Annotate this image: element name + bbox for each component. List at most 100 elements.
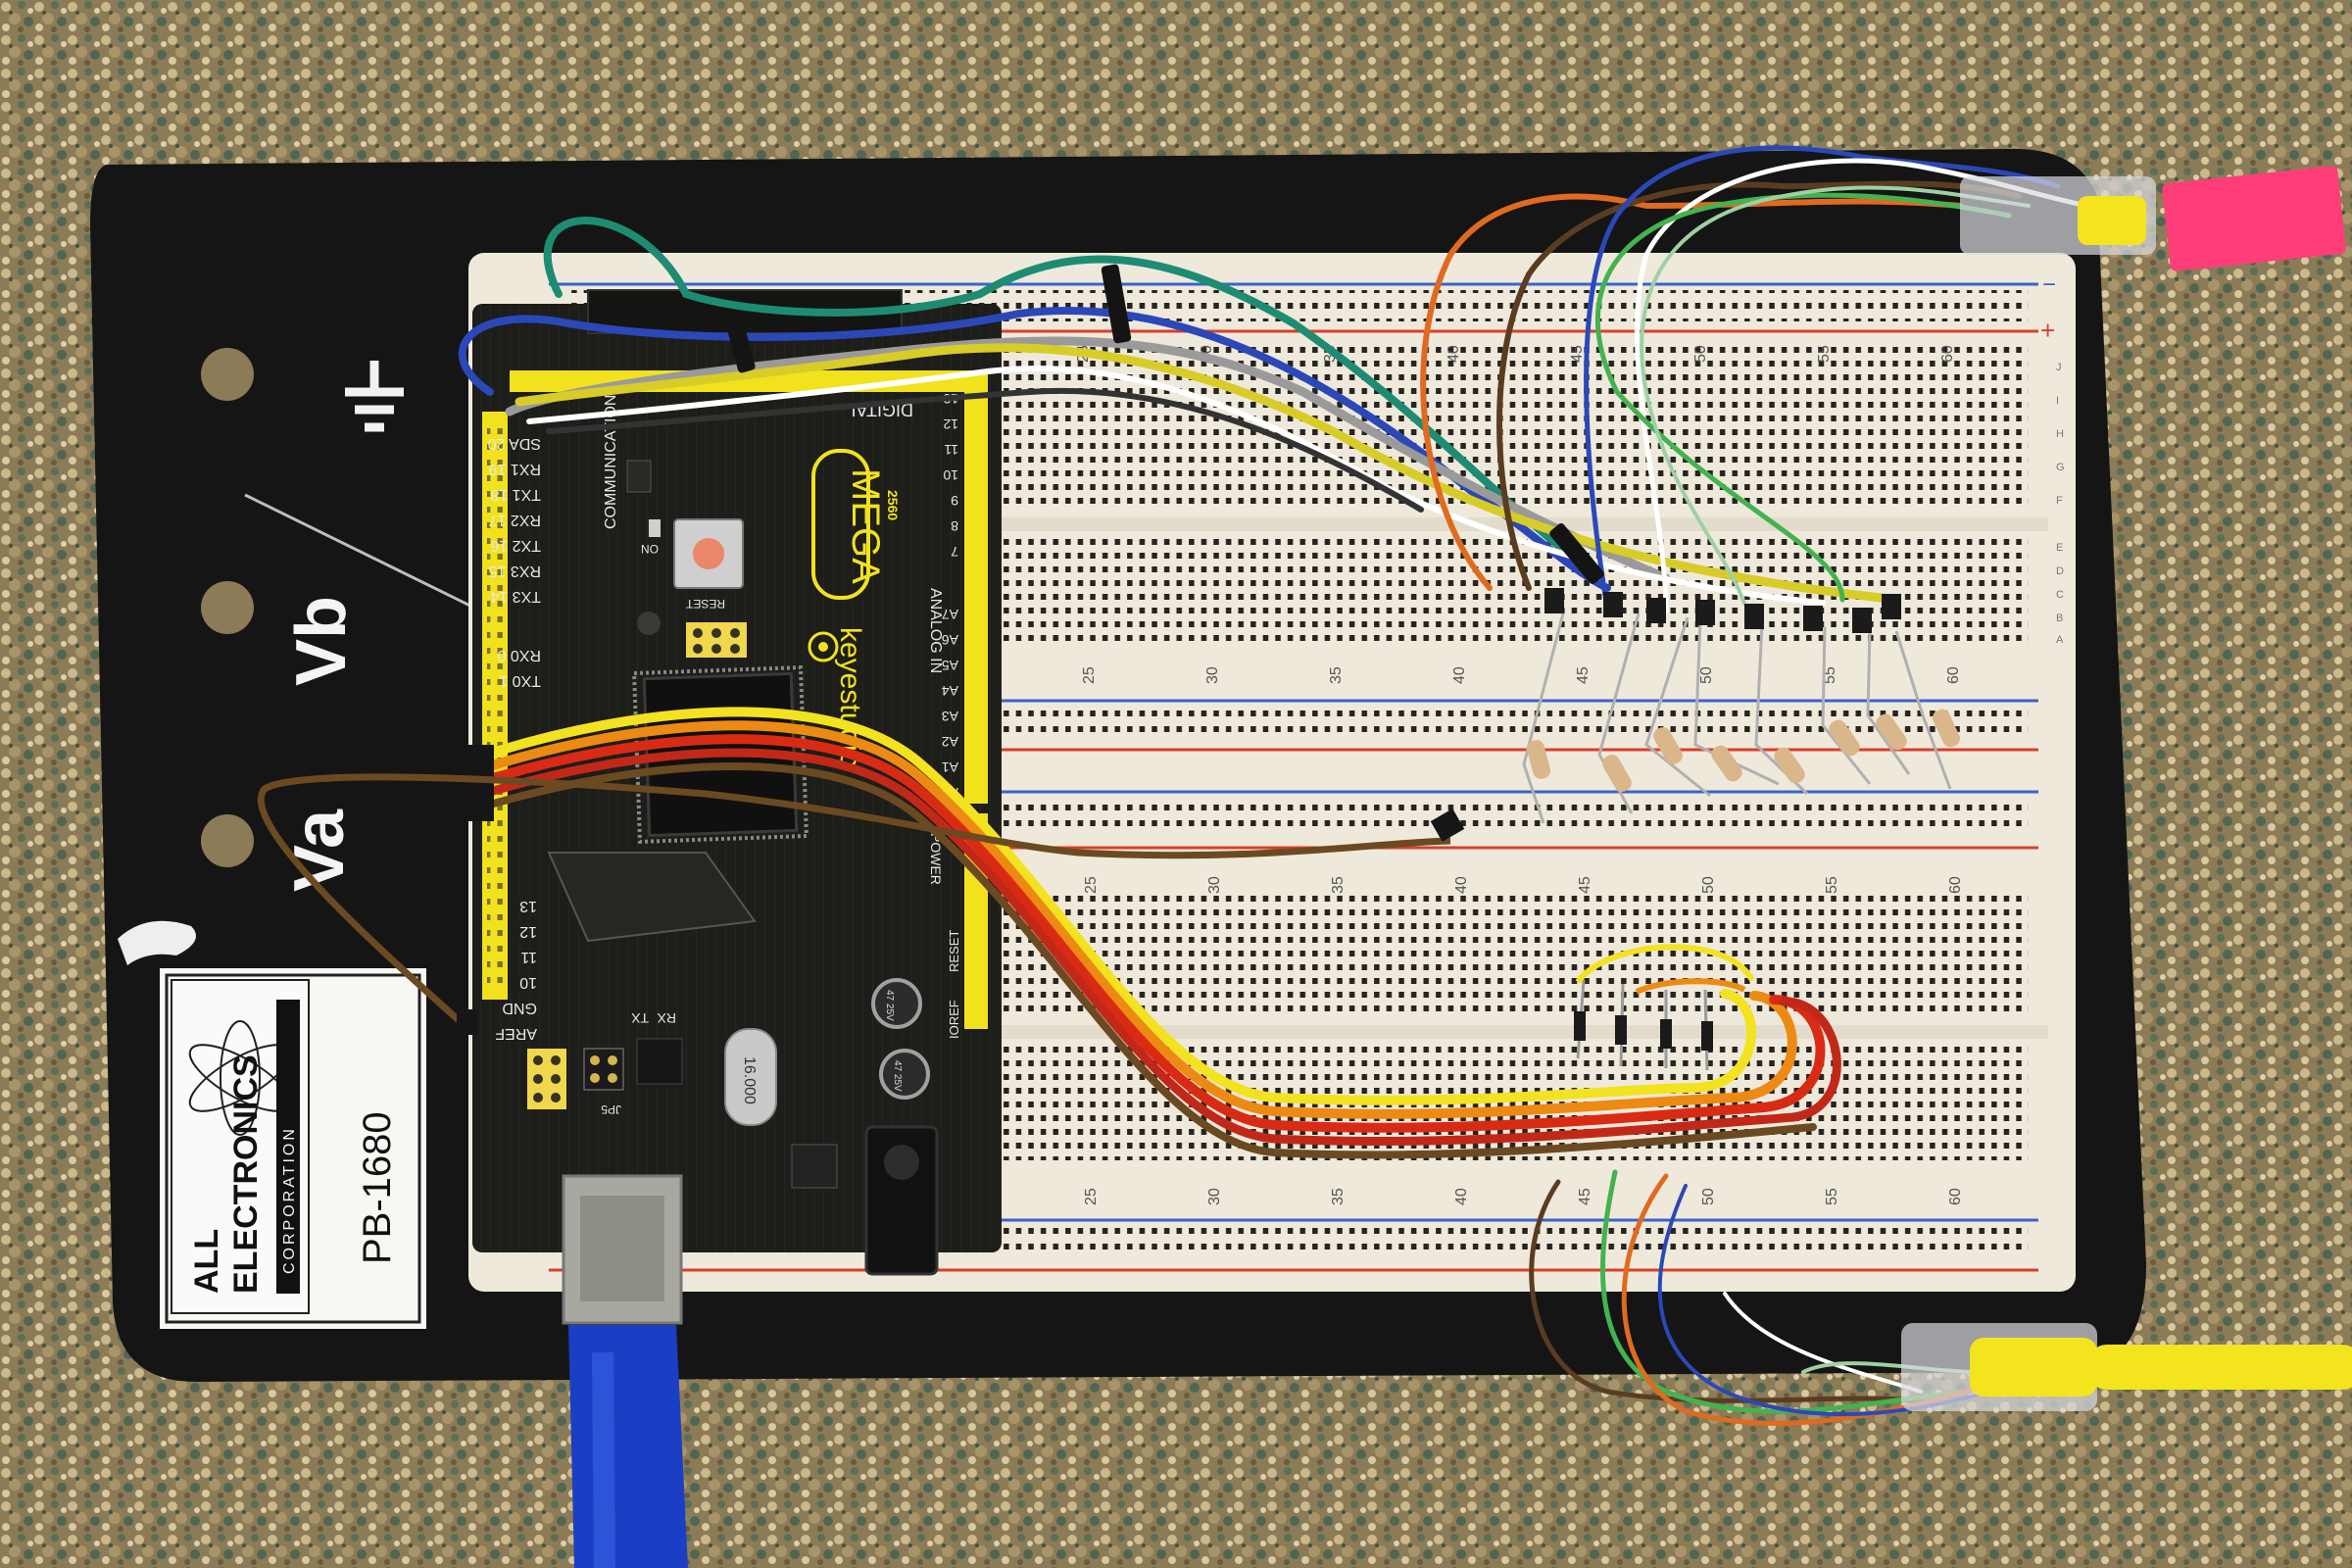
- resistor: [1829, 719, 1860, 757]
- pink-tape: [2162, 166, 2346, 271]
- capacitor-1-label: 47 25V: [884, 990, 895, 1021]
- column-number: 35: [1328, 666, 1345, 684]
- column-number: 50: [1700, 1188, 1717, 1205]
- column-number: 60: [1945, 666, 1962, 684]
- column-number: 25: [1081, 666, 1098, 684]
- white-paint-mark: [118, 920, 196, 965]
- left-pin-header-sockets: [487, 419, 503, 992]
- pin-label: TX1 18: [490, 486, 541, 503]
- column-number: 50: [1698, 666, 1715, 684]
- column-number: 30: [1204, 666, 1221, 684]
- pin-label: SDA 20: [488, 435, 541, 452]
- icsp-header: [686, 622, 747, 658]
- row-letter: B: [2056, 612, 2063, 624]
- pin-label: A3: [942, 709, 958, 724]
- row-letter: F: [2056, 495, 2063, 507]
- voltage-regulator: [791, 1144, 838, 1189]
- power-pin-labels: RESET IOREF: [947, 930, 961, 1039]
- rx-label: RX: [657, 1010, 676, 1026]
- pin-label: A4: [942, 683, 958, 699]
- jp5-pins: [583, 1048, 624, 1091]
- resistor: [1933, 709, 1960, 748]
- resistor: [1774, 747, 1805, 784]
- crystal-label: 16.000: [741, 1056, 758, 1104]
- column-number: 25: [1083, 1188, 1100, 1205]
- pin-label: 7: [951, 544, 958, 560]
- row-letter: E: [2056, 542, 2063, 554]
- on-led: [649, 519, 661, 537]
- resistor: [1526, 740, 1551, 779]
- pin-label: 13: [519, 898, 537, 914]
- brown-jumper-wire: [257, 773, 1451, 1032]
- pin-label: A7: [942, 607, 958, 622]
- column-number: 35: [1330, 876, 1347, 894]
- pin-label: 9: [951, 493, 958, 509]
- column-number: 40: [1451, 666, 1468, 684]
- pin-label: RX0 0: [497, 647, 541, 663]
- column-number: 40: [1453, 876, 1470, 894]
- resistor: [1876, 713, 1907, 751]
- analog-pin-labels: A7 A6 A5 A4 A3 A2 A1 A0: [942, 607, 958, 801]
- column-number: 35: [1330, 1188, 1347, 1205]
- wire-pin-connectors: [1544, 588, 1901, 633]
- column-number: 55: [1816, 345, 1833, 363]
- left-pin-labels: SDA 20 RX1 19 TX1 18 RX2 17 TX2 16 RX3 1…: [488, 435, 541, 689]
- sensor-ic: [626, 460, 652, 493]
- column-number: 55: [1822, 666, 1838, 684]
- pin-label: 10: [519, 974, 537, 991]
- pin-label: TX2 16: [490, 537, 541, 554]
- brand-label: ALL ELECTRONICS CORPORATION PB-1680: [160, 968, 426, 1329]
- cable-ties: [724, 264, 1604, 584]
- binding-post-hole-vb: [201, 581, 254, 634]
- column-number: 55: [1824, 876, 1840, 894]
- column-number: 45: [1575, 666, 1592, 684]
- pin-label: RX1 19: [489, 461, 541, 477]
- pin-label: A1: [942, 760, 958, 775]
- reset-button[interactable]: [673, 518, 744, 589]
- column-number: 50: [1692, 345, 1709, 363]
- resistor: [1653, 727, 1683, 764]
- pin-label: AREF: [495, 1025, 537, 1042]
- top-taped-cable: [1960, 166, 2346, 271]
- mounting-hole: [637, 612, 661, 635]
- pin-label: A2: [942, 734, 958, 750]
- column-number: 40: [1446, 345, 1462, 363]
- column-number: 40: [1453, 1188, 1470, 1205]
- row-letter: H: [2056, 428, 2064, 440]
- binding-post-hole-va: [201, 814, 254, 867]
- lower-left-pin-labels: 13 12 11 10 GND AREF: [495, 898, 537, 1042]
- column-number: 45: [1577, 1188, 1593, 1205]
- dc-power-jack: [864, 1125, 939, 1276]
- pin-label: A5: [942, 658, 958, 673]
- column-number: 30: [1206, 876, 1223, 894]
- capacitor-2: 47 25V: [879, 1049, 930, 1100]
- usb-interface-chip: [636, 1038, 683, 1085]
- top-rail-minus-sign: −: [2042, 271, 2056, 298]
- pin-label: 11: [520, 949, 537, 965]
- pin-label: A6: [942, 632, 958, 648]
- diode-bodies: [1574, 1011, 1713, 1051]
- on-led-label: ON: [641, 542, 659, 556]
- orange-loop-wire: [1635, 978, 1746, 995]
- ground-symbol-icon: [345, 361, 404, 432]
- pin-label: 8: [951, 518, 958, 534]
- pin-label: RX3 15: [489, 563, 541, 579]
- pin-label: IOREF: [947, 1000, 961, 1039]
- board-name: MEGA: [844, 468, 887, 584]
- pin-label: 11: [944, 442, 958, 458]
- top-wire-bundle: [458, 145, 2090, 614]
- yellow-cable: [2087, 1345, 2352, 1390]
- right-pin-header: [964, 372, 988, 804]
- jp5-label: JP5: [601, 1102, 621, 1116]
- arduino-mega-board: SDA 20 RX1 19 TX1 18 RX2 17 TX2 16 RX3 1…: [472, 289, 1002, 1325]
- column-number: 50: [1700, 876, 1717, 894]
- row-letter: C: [2056, 589, 2064, 601]
- row-letter: I: [2056, 395, 2059, 407]
- yellow-tape-bottom: [1970, 1338, 2097, 1396]
- usb-b-port: [562, 1174, 683, 1325]
- ribbon-cable: [475, 707, 1841, 1159]
- maker-logo-icon: [808, 631, 839, 662]
- pin-label: RX2 17: [489, 512, 541, 528]
- vb-label: Vb: [282, 596, 361, 686]
- column-number: 55: [1824, 1188, 1840, 1205]
